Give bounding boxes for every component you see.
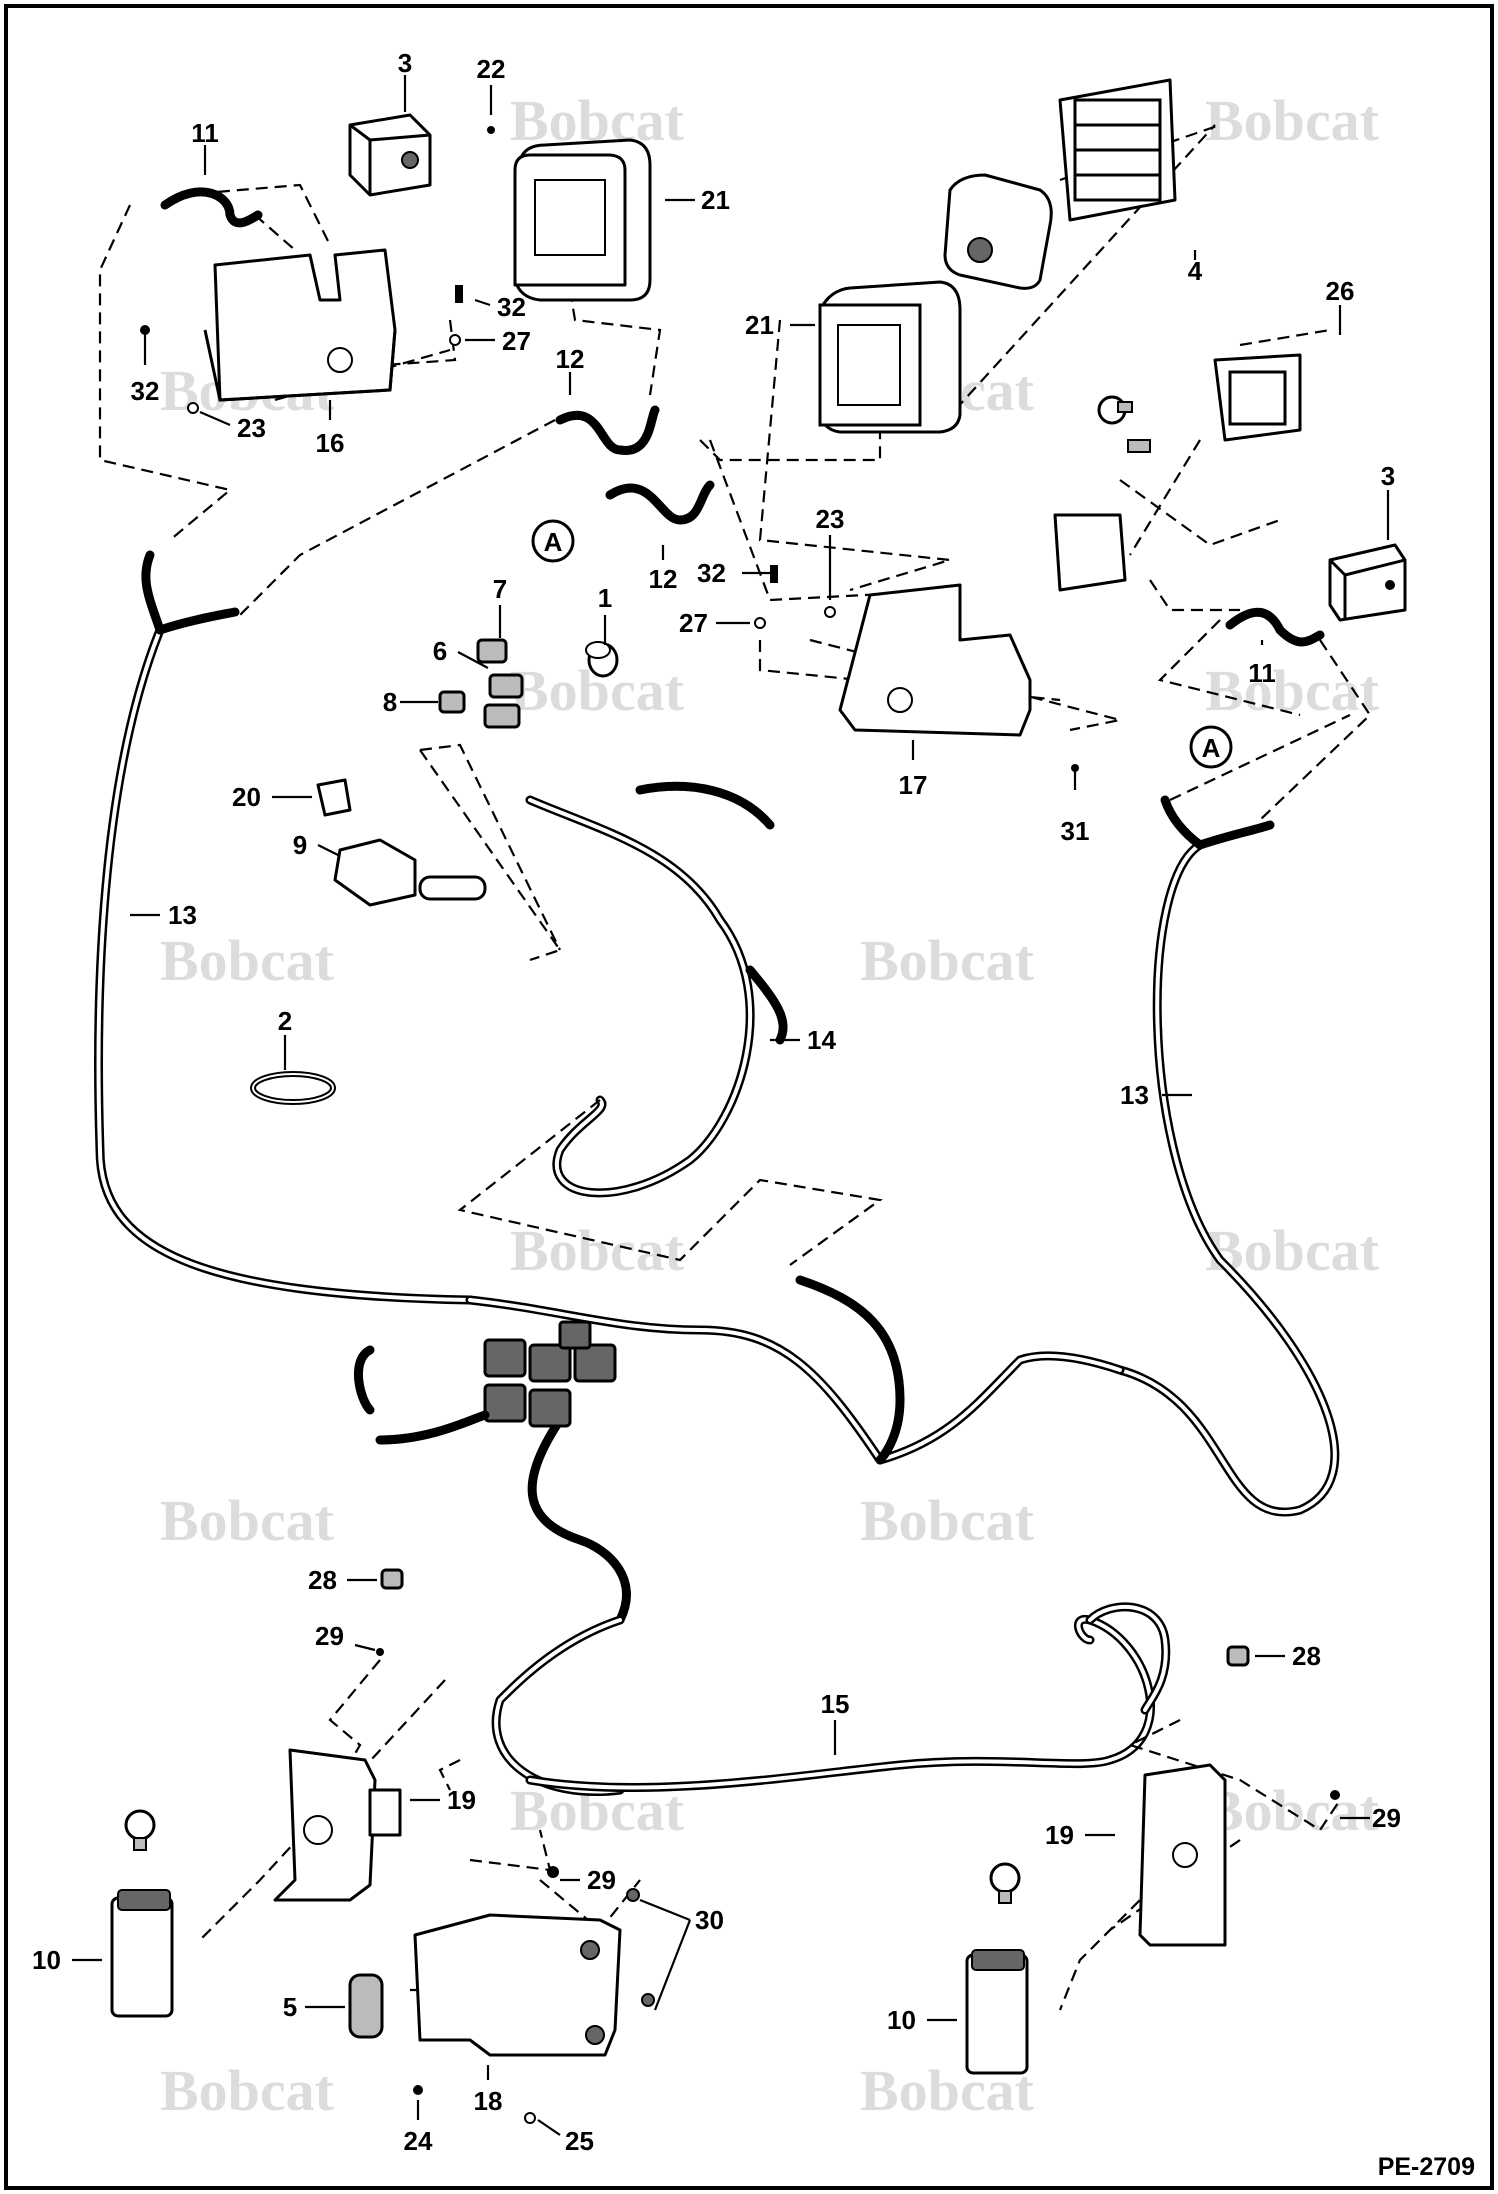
callout-11a: 11 [191, 118, 219, 148]
watermark-7: Bobcat [160, 928, 335, 993]
callout-21a: 21 [701, 185, 730, 215]
callout-2: 2 [278, 1006, 292, 1036]
cap-28-right [1226, 1645, 1250, 1667]
watermark-14: Bobcat [1205, 1778, 1380, 1843]
bulb-top-right [1097, 395, 1133, 425]
callout-labels: 3 22 11 21 32 27 32 23 16 12 12 32 27 23… [32, 48, 1401, 2156]
callout-24: 24 [404, 2126, 433, 2156]
callout-22: 22 [477, 54, 506, 84]
clip-20 [316, 778, 352, 817]
wire-12-mid [605, 480, 715, 525]
cable-tie-2 [250, 1071, 336, 1105]
cap-28-left [380, 1568, 404, 1590]
lens-guard-4 [1058, 78, 1177, 222]
wire-11-left [160, 187, 263, 228]
plate-top-right [1053, 439, 1151, 592]
callout-28b: 28 [1292, 1641, 1321, 1671]
callout-A-left-text: A [544, 527, 563, 557]
callout-13b: 13 [1120, 1080, 1149, 1110]
bracket-19-left [273, 1748, 402, 1902]
callout-3a: 3 [398, 48, 412, 78]
callout-8: 8 [383, 687, 397, 717]
callout-19a: 19 [447, 1785, 476, 1815]
tail-lamp-10-left [110, 1809, 174, 2018]
callout-32b: 32 [131, 376, 160, 406]
callout-4: 4 [1188, 256, 1203, 286]
connector-6 [488, 673, 524, 699]
callout-31: 31 [1061, 816, 1090, 846]
callout-18: 18 [474, 2086, 503, 2116]
watermark-2: Bobcat [1205, 88, 1380, 153]
watermark-11: Bobcat [160, 1488, 335, 1553]
watermark-12: Bobcat [860, 1488, 1035, 1553]
flasher-1 [585, 641, 619, 678]
watermark-9: Bobcat [510, 1218, 685, 1283]
turn-switch-9 [333, 838, 487, 907]
callout-A-left: A [531, 519, 575, 563]
diagram-frame [4, 4, 1494, 2190]
callout-30: 30 [695, 1905, 724, 1935]
switch-3-right [1328, 543, 1407, 622]
callout-27a: 27 [502, 326, 531, 356]
callout-23a: 23 [237, 413, 266, 443]
harness-14 [525, 781, 788, 1198]
callout-19b: 19 [1045, 1820, 1074, 1850]
callout-29b: 29 [1372, 1803, 1401, 1833]
lens-frame-26 [1213, 353, 1302, 442]
callout-9: 9 [293, 830, 307, 860]
callout-A-right-text: A [1202, 733, 1221, 763]
callout-A-right: A [1189, 725, 1233, 769]
connector-7 [476, 638, 508, 664]
connector-8 [438, 690, 521, 729]
drawing-code: PE-2709 [1378, 2153, 1475, 2181]
callout-10a: 10 [32, 1945, 61, 1975]
work-light-21-right [818, 280, 962, 434]
callout-17: 17 [899, 770, 928, 800]
watermark-8: Bobcat [860, 928, 1035, 993]
callout-13a: 13 [168, 900, 197, 930]
callout-1: 1 [598, 583, 612, 613]
callout-29c: 29 [587, 1865, 616, 1895]
switch-3-left [348, 113, 432, 197]
lamp-head-4 [943, 173, 1053, 290]
callout-32a: 32 [497, 292, 526, 322]
callout-16: 16 [316, 428, 345, 458]
callout-12b: 12 [649, 564, 678, 594]
wire-12-left [555, 405, 660, 455]
lens-5 [348, 1973, 384, 2039]
callout-7: 7 [493, 574, 507, 604]
callout-21b: 21 [745, 310, 774, 340]
callout-6: 6 [433, 636, 447, 666]
callout-15: 15 [821, 1689, 850, 1719]
callout-32c: 32 [697, 558, 726, 588]
callout-3b: 3 [1381, 461, 1395, 491]
bracket-19-right [1138, 1763, 1227, 1947]
callout-10b: 10 [887, 2005, 916, 2035]
bracket-17 [838, 583, 1032, 737]
plate-18 [413, 1913, 622, 2057]
callout-25: 25 [565, 2126, 594, 2156]
callout-11b: 11 [1248, 658, 1276, 688]
callout-12a: 12 [556, 344, 585, 374]
callout-20: 20 [232, 782, 261, 812]
relay-block [353, 1320, 617, 1445]
callout-5: 5 [283, 1992, 297, 2022]
harness-15 [525, 1602, 1171, 1792]
wire-11-right [1225, 607, 1325, 647]
watermark-6: Bobcat [1205, 658, 1380, 723]
work-light-21-left [513, 138, 652, 302]
callout-27b: 27 [679, 608, 708, 638]
callout-28a: 28 [308, 1565, 337, 1595]
callout-29a: 29 [315, 1621, 344, 1651]
harness-13-right [1115, 795, 1340, 1517]
callout-23b: 23 [816, 504, 845, 534]
watermark-15: Bobcat [160, 2058, 335, 2123]
bracket-16 [203, 248, 397, 402]
callout-26: 26 [1326, 276, 1355, 306]
callout-14: 14 [807, 1025, 836, 1055]
tail-lamp-10-right [965, 1862, 1029, 2075]
hardware-dots [140, 126, 1340, 2124]
harness-13-left [94, 550, 475, 1305]
